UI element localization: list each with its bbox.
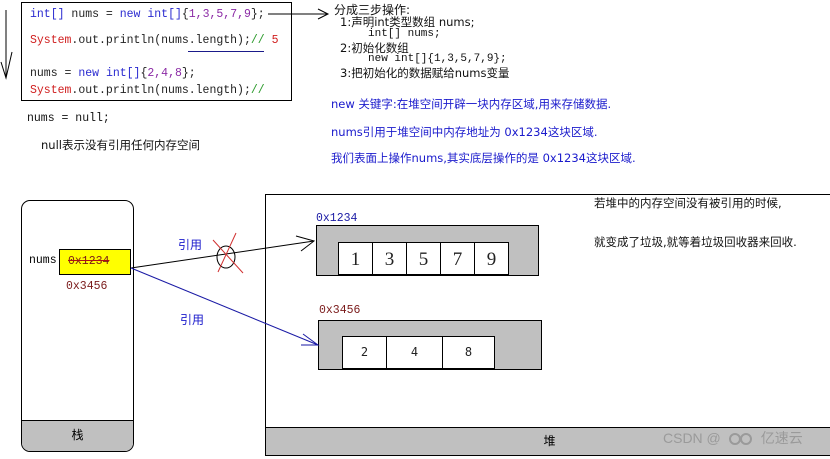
array1-block: 1 3 5 7 9 bbox=[316, 225, 539, 276]
new-reference-label: 引用 bbox=[180, 313, 205, 327]
array1-cell: 7 bbox=[441, 243, 475, 274]
old-address-struck: 0x1234 bbox=[68, 255, 110, 268]
old-reference-arrow bbox=[130, 235, 316, 269]
stack-memory: 栈 bbox=[21, 200, 134, 452]
cloud-logo-icon bbox=[728, 433, 752, 445]
watermark-brand: 亿速云 bbox=[760, 431, 803, 447]
stack-var-name: nums bbox=[29, 254, 57, 267]
array1-cell: 1 bbox=[339, 243, 373, 274]
step-1-code: int[] nums; bbox=[368, 28, 441, 40]
underline-mark bbox=[188, 51, 264, 52]
gc-note-line-1: 若堆中的内存空间没有被引用的时候, bbox=[594, 196, 782, 210]
code-line-4: System.out.println(nums.length);// bbox=[30, 84, 265, 97]
step-2: 2:初始化数组 bbox=[340, 41, 409, 55]
new-address-value: 0x3456 bbox=[66, 280, 108, 293]
array2-cell: 4 bbox=[387, 337, 443, 368]
array1-cell: 3 bbox=[373, 243, 407, 274]
new-reference-arrow bbox=[130, 267, 320, 346]
note-underlying: 我们表面上操作nums,其实底层操作的是 0x1234这块区域. bbox=[331, 151, 636, 165]
code-line-1: int[] nums = new int[]{1,3,5,7,9}; bbox=[30, 8, 265, 21]
watermark-text: CSDN @ bbox=[663, 430, 721, 446]
null-explanation: null表示没有引用任何内存空间 bbox=[41, 138, 200, 152]
step-1: 1:声明int类型数组 nums; bbox=[340, 15, 475, 29]
step-2-code: new int[]{1,3,5,7,9}; bbox=[368, 53, 507, 65]
nums-variable-cell: 0x1234 bbox=[59, 249, 131, 275]
code-block: int[] nums = new int[]{1,3,5,7,9}; Syste… bbox=[21, 2, 292, 101]
right-arrow-icon bbox=[268, 8, 330, 20]
null-assignment: nums = null; bbox=[27, 112, 110, 125]
old-reference-label: 引用 bbox=[178, 238, 203, 252]
array1-cell: 9 bbox=[475, 243, 508, 274]
array1-cell: 5 bbox=[407, 243, 441, 274]
steps-title: 分成三步操作: bbox=[334, 3, 411, 17]
step-3: 3:把初始化的数据赋给nums变量 bbox=[340, 66, 510, 80]
array2-cells: 2 4 8 bbox=[342, 336, 495, 369]
code-line-3: nums = new int[]{2,4,8}; bbox=[30, 67, 196, 80]
array2-block: 2 4 8 bbox=[318, 320, 542, 370]
broken-reference-icon bbox=[212, 232, 244, 274]
array2-cell: 2 bbox=[343, 337, 387, 368]
stack-label: 栈 bbox=[22, 420, 133, 451]
code-line-2: System.out.println(nums.length);// 5 bbox=[30, 34, 279, 47]
array1-address: 0x1234 bbox=[316, 212, 358, 225]
note-new-keyword: new 关键字:在堆空间开辟一块内存区域,用来存储数据. bbox=[331, 97, 612, 111]
down-arrow-icon bbox=[0, 10, 13, 80]
array2-cell: 8 bbox=[443, 337, 494, 368]
array1-cells: 1 3 5 7 9 bbox=[338, 242, 509, 275]
heap-label: 堆 bbox=[266, 427, 830, 455]
note-reference: nums引用于堆空间中内存地址为 0x1234这块区域. bbox=[331, 125, 598, 139]
array2-address: 0x3456 bbox=[319, 304, 361, 317]
watermark: CSDN @ 亿速云 bbox=[663, 428, 803, 448]
gc-note-line-2: 就变成了垃圾,就等着垃圾回收器来回收. bbox=[594, 235, 797, 249]
